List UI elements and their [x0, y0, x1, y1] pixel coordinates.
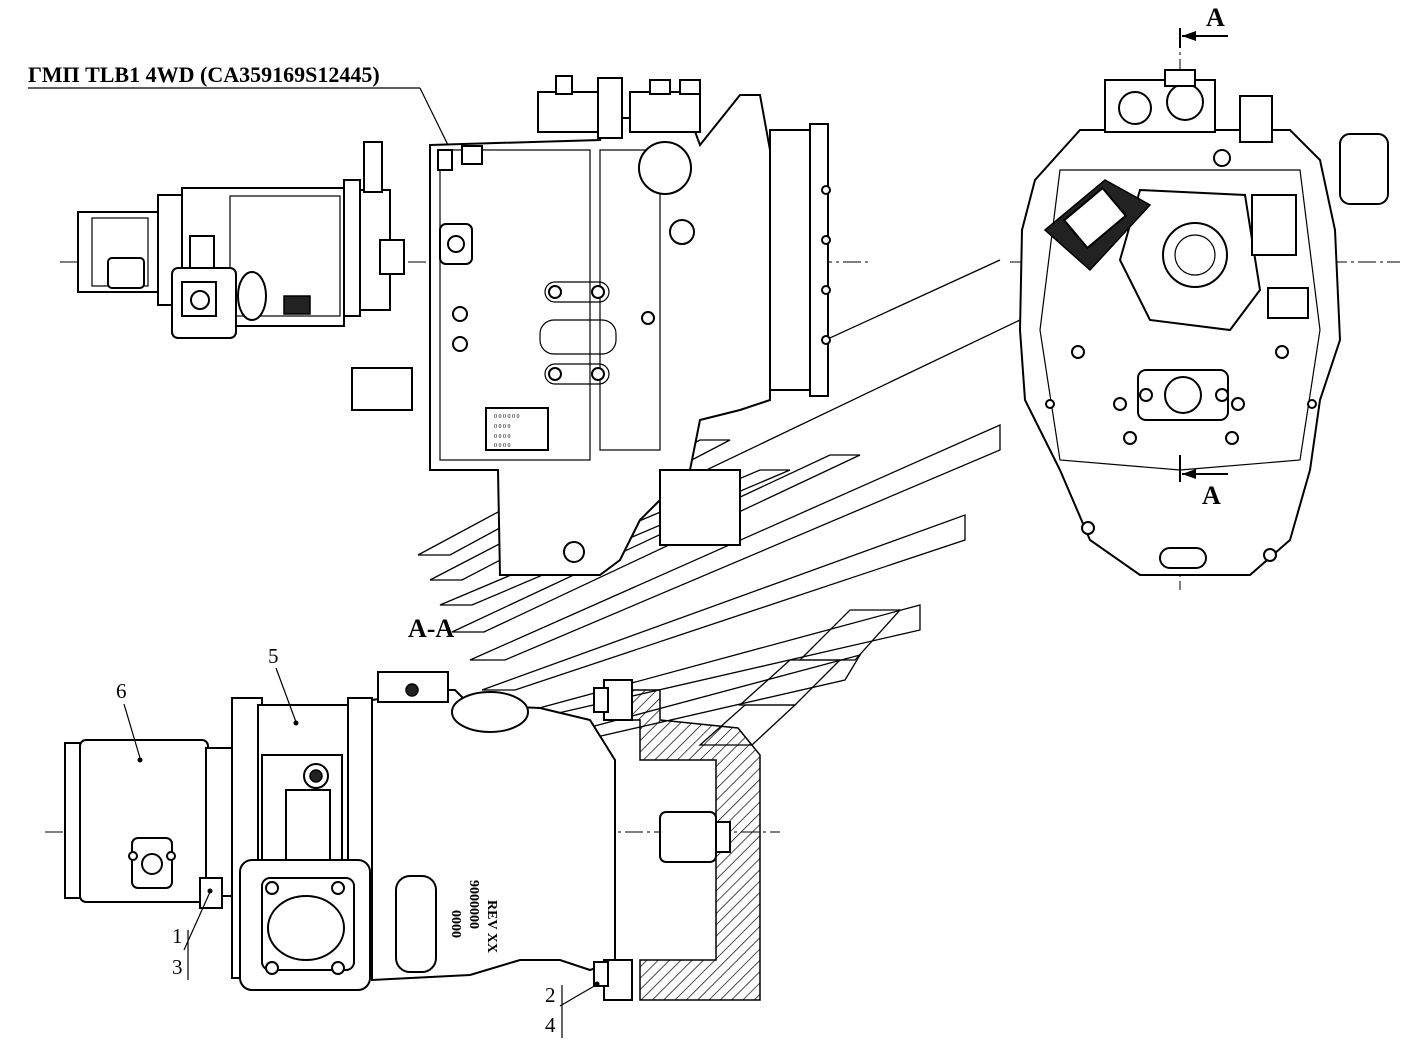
callout-2-4: 2 4 [545, 981, 600, 1038]
svg-text:0 0 0 0: 0 0 0 0 [494, 424, 511, 430]
section-mark-top: A [1179, 3, 1228, 48]
pump-marking-1: REV XX [484, 900, 499, 953]
pump-marking-2: 9000000 [466, 880, 481, 929]
gear-pump [64, 739, 239, 909]
transmission-front-view: A A [1010, 3, 1400, 590]
svg-text:4: 4 [545, 1013, 556, 1037]
callout-1-3: 1 3 [172, 888, 213, 980]
callout-6: 6 [116, 679, 143, 763]
section-letter-bottom: A [1202, 481, 1221, 510]
svg-text:0 0 0 0 0 0: 0 0 0 0 0 0 [494, 414, 520, 420]
transmission-side-view: 0 0 0 0 0 0 0 0 0 0 0 0 0 0 0 0 0 0 [60, 75, 870, 576]
svg-text:5: 5 [268, 644, 279, 668]
section-title: A-A [408, 614, 454, 643]
section-letter-top: A [1206, 3, 1225, 32]
callout-5: 5 [268, 644, 299, 726]
title-block: ГМП TLB1 4WD (CA359169S12445) [28, 62, 471, 191]
svg-text:1: 1 [172, 924, 183, 948]
svg-text:0 0 0 0: 0 0 0 0 [494, 434, 511, 440]
section-view-a-a: A-A [45, 614, 780, 1038]
section-mark-bottom: A [1179, 455, 1228, 510]
piston-pump: REV XX 9000000 0000 [231, 671, 616, 991]
svg-text:3: 3 [172, 955, 183, 979]
svg-text:0 0 0 0: 0 0 0 0 [494, 443, 511, 449]
assembly-title: ГМП TLB1 4WD (CA359169S12445) [28, 62, 380, 87]
mount-flange [593, 679, 761, 1001]
nameplate: 0 0 0 0 0 0 0 0 0 0 0 0 0 0 0 0 0 0 [485, 407, 549, 451]
svg-text:6: 6 [116, 679, 127, 703]
pump-marking-3: 0000 [448, 910, 463, 938]
svg-text:2: 2 [545, 983, 556, 1007]
